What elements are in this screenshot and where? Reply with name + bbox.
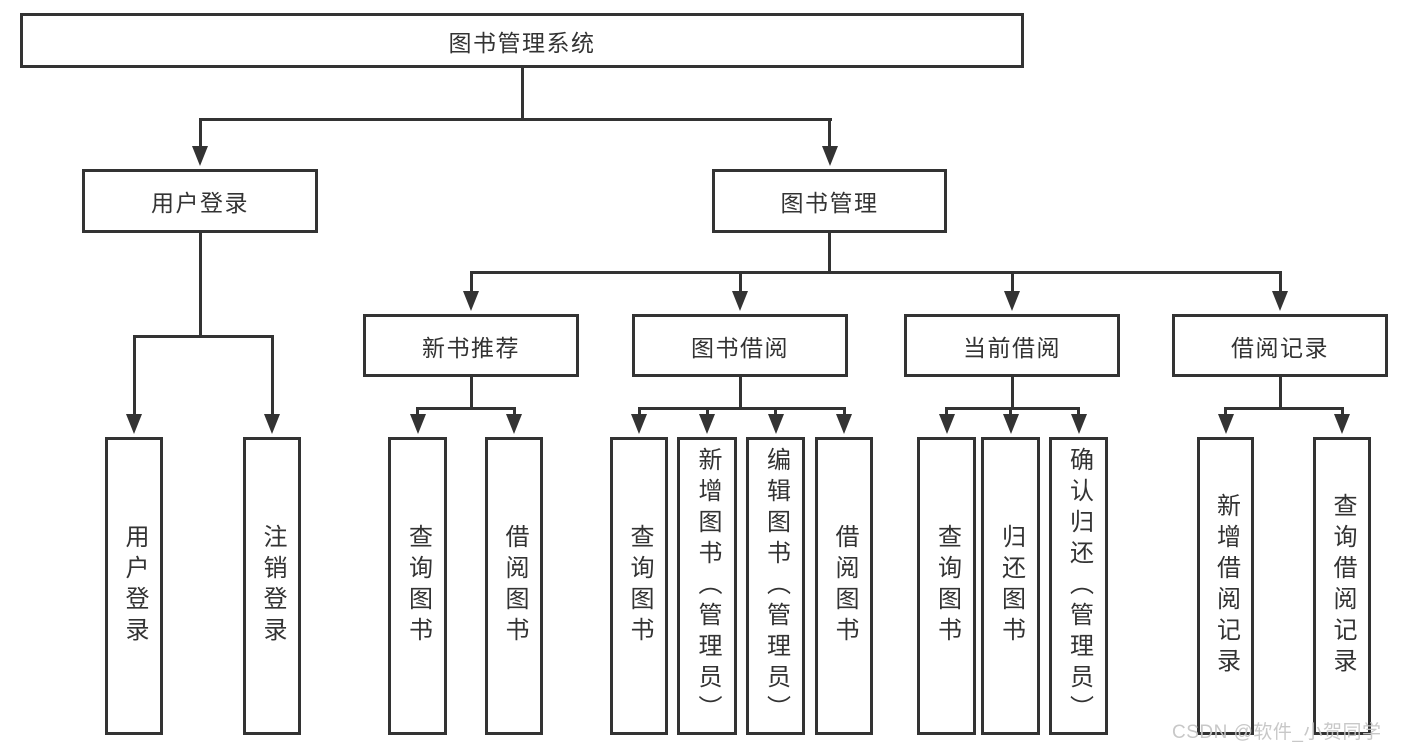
connector-line <box>945 407 948 417</box>
arrow-down-icon <box>1004 291 1020 311</box>
node-book-borrowing: 图书借阅 <box>632 314 848 377</box>
arrow-down-icon <box>506 414 522 434</box>
connector-line <box>470 271 1282 274</box>
node-leaf-add-book-admin: 新增图书（管理员） <box>677 437 737 735</box>
connector-line <box>1341 407 1344 417</box>
connector-line <box>199 232 202 338</box>
node-label: 新增借阅记录 <box>1212 493 1240 679</box>
node-current-borrowing: 当前借阅 <box>904 314 1120 377</box>
node-leaf-query-borrow-record: 查询借阅记录 <box>1313 437 1371 735</box>
connector-line <box>513 407 516 417</box>
arrow-down-icon <box>1071 414 1087 434</box>
arrow-down-icon <box>126 414 142 434</box>
node-label: 借阅图书 <box>831 524 858 648</box>
connector-line <box>1077 407 1080 417</box>
connector-line <box>271 335 274 417</box>
node-leaf-logout: 注销登录 <box>243 437 301 735</box>
node-book-management: 图书管理 <box>712 169 947 233</box>
connector-line <box>945 407 1080 410</box>
node-label: 图书管理系统 <box>448 29 596 56</box>
node-borrowing-records: 借阅记录 <box>1172 314 1388 377</box>
connector-line <box>638 407 641 417</box>
node-label: 用户登录 <box>151 190 249 216</box>
connector-line <box>1011 376 1014 410</box>
arrow-down-icon <box>631 414 647 434</box>
node-label: 当前借阅 <box>963 334 1061 361</box>
node-label: 图书借阅 <box>691 334 789 361</box>
node-label: 借阅记录 <box>1231 334 1329 361</box>
connector-line <box>638 407 846 410</box>
node-label: 新增图书（管理员） <box>694 446 721 726</box>
node-leaf-confirm-return-admin: 确认归还（管理员） <box>1049 437 1108 735</box>
arrow-down-icon <box>463 291 479 311</box>
node-leaf-query-books-b: 查询图书 <box>610 437 668 735</box>
connector-line <box>416 407 419 417</box>
node-leaf-borrow-books-b: 借阅图书 <box>815 437 873 735</box>
node-label: 确认归还（管理员） <box>1065 446 1093 726</box>
connector-line <box>1279 271 1282 294</box>
arrow-down-icon <box>939 414 955 434</box>
node-leaf-edit-book-admin: 编辑图书（管理员） <box>746 437 805 735</box>
connector-line <box>843 407 846 417</box>
connector-line <box>199 118 832 121</box>
arrow-down-icon <box>410 414 426 434</box>
node-leaf-user-login: 用户登录 <box>105 437 163 735</box>
node-leaf-borrow-books-a: 借阅图书 <box>485 437 543 735</box>
node-label: 图书管理 <box>780 190 879 216</box>
node-label: 用户登录 <box>121 524 148 648</box>
arrow-down-icon <box>1003 414 1019 434</box>
arrow-down-icon <box>822 146 838 166</box>
node-leaf-return-books: 归还图书 <box>981 437 1040 735</box>
connector-line <box>133 335 136 417</box>
node-label: 查询借阅记录 <box>1329 493 1356 679</box>
node-label: 编辑图书（管理员） <box>762 446 790 726</box>
arrow-down-icon <box>192 146 208 166</box>
arrow-down-icon <box>1218 414 1234 434</box>
connector-line <box>828 232 831 274</box>
connector-line <box>1009 407 1012 417</box>
node-leaf-query-books-a: 查询图书 <box>388 437 447 735</box>
connector-line <box>1279 376 1282 410</box>
node-label: 注销登录 <box>259 524 286 648</box>
connector-line <box>739 376 742 410</box>
connector-line <box>739 271 742 294</box>
node-user-login: 用户登录 <box>82 169 318 233</box>
connector-line <box>1224 407 1227 417</box>
node-new-book-recommend: 新书推荐 <box>363 314 579 377</box>
node-library-system: 图书管理系统 <box>20 13 1024 68</box>
connector-line <box>470 376 473 410</box>
node-label: 查询图书 <box>626 524 653 648</box>
watermark: CSDN @软件_小贺同学 <box>1172 722 1382 743</box>
arrow-down-icon <box>699 414 715 434</box>
connector-line <box>828 118 831 149</box>
connector-line <box>1224 407 1344 410</box>
connector-line <box>774 407 777 417</box>
connector-line <box>470 271 473 294</box>
node-leaf-query-books-c: 查询图书 <box>917 437 976 735</box>
arrow-down-icon <box>1272 291 1288 311</box>
node-label: 借阅图书 <box>501 524 528 648</box>
arrow-down-icon <box>836 414 852 434</box>
connector-line <box>1011 271 1014 294</box>
arrow-down-icon <box>264 414 280 434</box>
arrow-down-icon <box>732 291 748 311</box>
arrow-down-icon <box>768 414 784 434</box>
node-label: 查询图书 <box>404 524 432 648</box>
connector-line <box>521 67 524 121</box>
connector-line <box>416 407 516 410</box>
connector-line <box>133 335 274 338</box>
node-leaf-add-borrow-record: 新增借阅记录 <box>1197 437 1254 735</box>
connector-line <box>199 118 202 149</box>
arrow-down-icon <box>1334 414 1350 434</box>
node-label: 新书推荐 <box>422 334 520 361</box>
connector-line <box>706 407 709 417</box>
node-label: 归还图书 <box>997 524 1025 648</box>
node-label: 查询图书 <box>933 524 961 648</box>
